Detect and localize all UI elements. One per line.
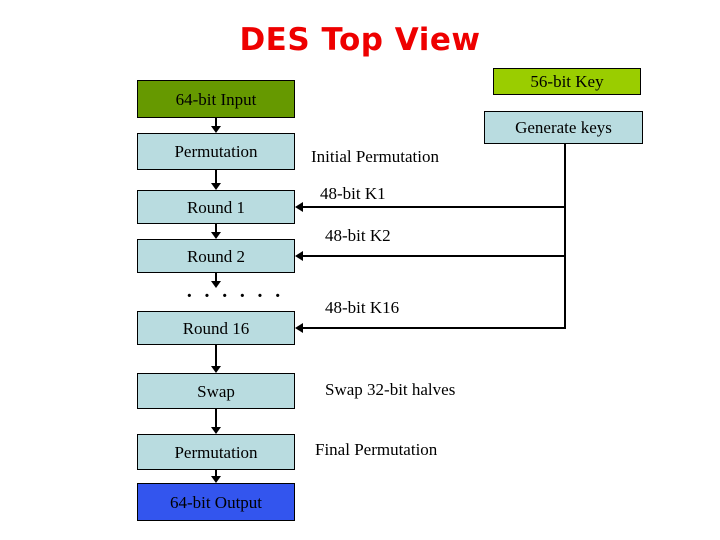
annotation-swap-halves: Swap 32-bit halves xyxy=(325,380,456,399)
node-swap[interactable]: Swap xyxy=(137,373,295,409)
node-label: 64-bit Output xyxy=(169,492,263,512)
node-round-2[interactable]: Round 2 xyxy=(137,239,295,273)
connector-key-to-round1 xyxy=(303,206,565,208)
node-56-bit-key[interactable]: 56-bit Key xyxy=(493,68,641,95)
node-label: Permutation xyxy=(174,142,258,161)
node-label: 64-bit Input xyxy=(175,89,257,109)
arrowhead-down-icon xyxy=(211,427,221,434)
connector-key-bus-vertical xyxy=(564,144,566,329)
arrowhead-down-icon xyxy=(211,476,221,483)
arrowhead-down-icon xyxy=(211,281,221,288)
arrowhead-left-icon xyxy=(295,251,303,261)
arrowhead-left-icon xyxy=(295,323,303,333)
node-label: 56-bit Key xyxy=(530,72,604,91)
ellipsis-rounds: · · · · · · xyxy=(186,285,285,307)
node-initial-permutation[interactable]: Permutation xyxy=(137,133,295,170)
node-round-16[interactable]: Round 16 xyxy=(137,311,295,345)
connector-permutation-to-round1 xyxy=(215,170,217,183)
node-round-1[interactable]: Round 1 xyxy=(137,190,295,224)
node-label: Permutation xyxy=(174,442,258,462)
node-final-permutation[interactable]: Permutation xyxy=(137,434,295,470)
node-label: Generate keys xyxy=(515,118,612,137)
connector-input-to-permutation xyxy=(215,118,217,127)
node-label: Round 1 xyxy=(186,197,246,217)
annotation-initial-permutation: Initial Permutation xyxy=(311,147,439,166)
connector-permutation-to-output xyxy=(215,470,217,476)
arrowhead-down-icon xyxy=(211,126,221,133)
connector-round16-to-swap xyxy=(215,345,217,366)
arrowhead-down-icon xyxy=(211,366,221,373)
node-64-bit-output[interactable]: 64-bit Output xyxy=(137,483,295,521)
connector-key-to-round2 xyxy=(303,255,565,257)
annotation-subkey-k16: 48-bit K16 xyxy=(325,298,400,317)
node-64-bit-input[interactable]: 64-bit Input xyxy=(137,80,295,118)
node-generate-keys[interactable]: Generate keys xyxy=(484,111,643,144)
arrowhead-left-icon xyxy=(295,202,303,212)
arrowhead-down-icon xyxy=(211,183,221,190)
connector-round2-to-ellipsis xyxy=(215,273,217,281)
connector-key-to-round16 xyxy=(303,327,565,329)
annotation-final-permutation: Final Permutation xyxy=(315,440,438,459)
node-label: Swap xyxy=(197,381,235,401)
node-label: Round 16 xyxy=(182,318,250,338)
page-title: DES Top View xyxy=(239,22,481,58)
node-label: Round 2 xyxy=(186,246,246,266)
connector-round1-to-round2 xyxy=(215,224,217,232)
arrowhead-down-icon xyxy=(211,232,221,239)
annotation-subkey-k2: 48-bit K2 xyxy=(325,226,391,245)
annotation-subkey-k1: 48-bit K1 xyxy=(320,184,386,203)
connector-swap-to-permutation xyxy=(215,409,217,427)
